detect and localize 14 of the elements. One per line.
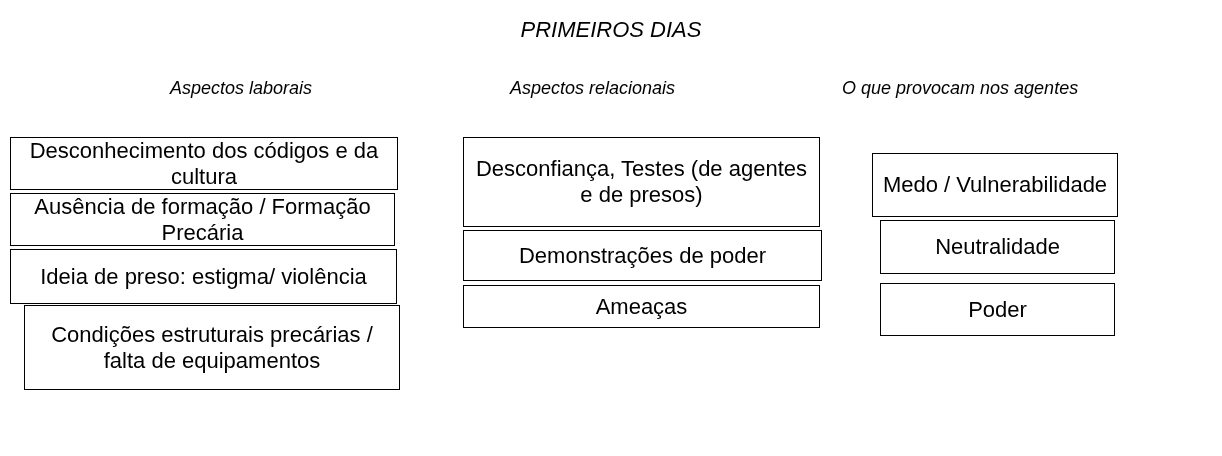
column-heading: O que provocam nos agentes [842, 78, 1079, 99]
text-box: Poder [880, 283, 1115, 336]
text-box: Condições estruturais precárias / falta de equipamentos [24, 305, 400, 390]
text-box: Desconfiança, Testes (de agentes e de presos) [463, 137, 820, 227]
diagram-title: PRIMEIROS DIAS [519, 17, 703, 43]
text-box: Medo / Vulnerabilidade [872, 153, 1118, 217]
text-box: Ameaças [463, 285, 820, 328]
text-box: Desconhecimento dos códigos e da cultura [10, 137, 398, 190]
column-heading: Aspectos laborais [170, 78, 313, 99]
text-box: Demonstrações de poder [463, 230, 822, 281]
text-box: Ideia de preso: estigma/ violência [10, 249, 397, 304]
text-box: Ausência de formação / Formação Precária [10, 193, 395, 246]
column-heading: Aspectos relacionais [510, 78, 676, 99]
text-box: Neutralidade [880, 220, 1115, 274]
